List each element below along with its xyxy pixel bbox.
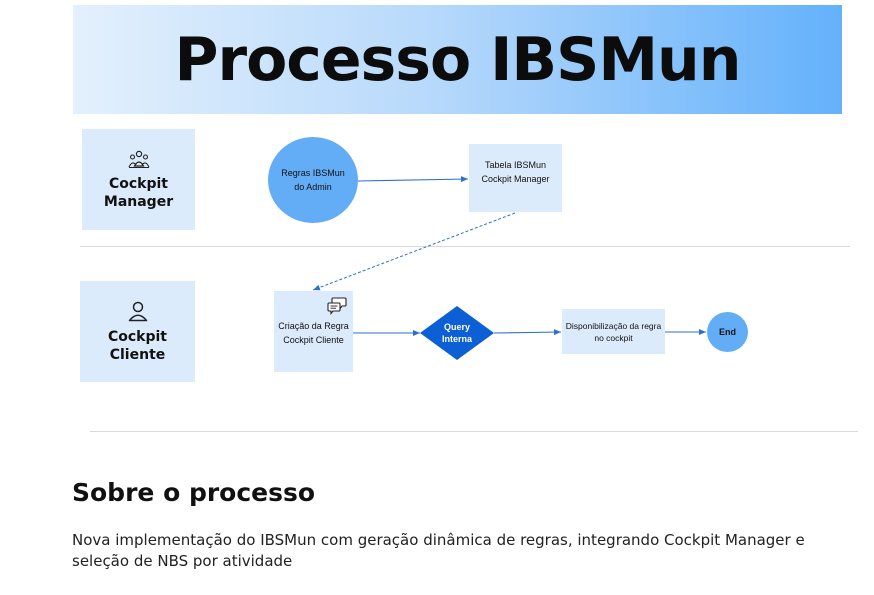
lane-divider-top bbox=[80, 246, 850, 247]
node-disponibilizacao: Disponibilização da regra no cockpit bbox=[562, 309, 665, 354]
lane-label-cockpit-cliente: Cockpit Cliente bbox=[107, 328, 167, 363]
connector-tabela-to-criacao bbox=[312, 212, 516, 291]
connector-regras-to-tabela bbox=[357, 176, 469, 183]
node-query-interna: Query Interna bbox=[420, 306, 494, 360]
section-title: Sobre o processo bbox=[72, 478, 316, 507]
lane-cockpit-manager: Cockpit Manager bbox=[82, 129, 195, 230]
connector-query-to-disponibilizacao bbox=[493, 329, 562, 336]
node-criacao-line1: Criação da Regra bbox=[278, 320, 349, 331]
node-criacao-line2: Cockpit Cliente bbox=[283, 334, 344, 345]
user-icon bbox=[128, 301, 147, 321]
section-description: Nova implementação do IBSMun com geração… bbox=[72, 531, 805, 570]
page-title: Processo IBSMun bbox=[174, 24, 742, 95]
node-query-line2: Interna bbox=[441, 334, 472, 344]
node-query-line1: Query bbox=[443, 322, 470, 332]
node-end-label: End bbox=[719, 327, 736, 337]
lane-label-line1: Cockpit bbox=[108, 175, 168, 192]
node-disponibilizacao-line1: Disponibilização da regra bbox=[565, 320, 662, 331]
node-tabela-line2: Cockpit Manager bbox=[481, 174, 550, 184]
lane-divider-bottom bbox=[90, 431, 858, 432]
lane-label-line2: Manager bbox=[103, 193, 174, 210]
node-criacao-regra: Criação da Regra Cockpit Cliente bbox=[274, 291, 353, 372]
node-regras-line1: Regras IBSMun bbox=[281, 168, 345, 178]
chat-bubbles-icon bbox=[327, 297, 347, 315]
people-group-icon bbox=[128, 150, 149, 168]
node-disponibilizacao-line2: no cockpit bbox=[594, 332, 633, 343]
node-tabela-ibsmun: Tabela IBSMun Cockpit Manager bbox=[469, 144, 562, 212]
node-regras-line2: do Admin bbox=[294, 182, 332, 192]
diamond-shape bbox=[420, 306, 494, 360]
lane-cockpit-cliente: Cockpit Cliente bbox=[80, 281, 195, 382]
node-regras-ibsmun: Regras IBSMun do Admin bbox=[268, 137, 358, 223]
lane-label-cockpit-manager: Cockpit Manager bbox=[104, 175, 173, 211]
node-tabela-line1: Tabela IBSMun bbox=[484, 160, 547, 170]
node-end: End bbox=[707, 312, 748, 352]
header-banner: Processo IBSMun bbox=[73, 5, 842, 114]
